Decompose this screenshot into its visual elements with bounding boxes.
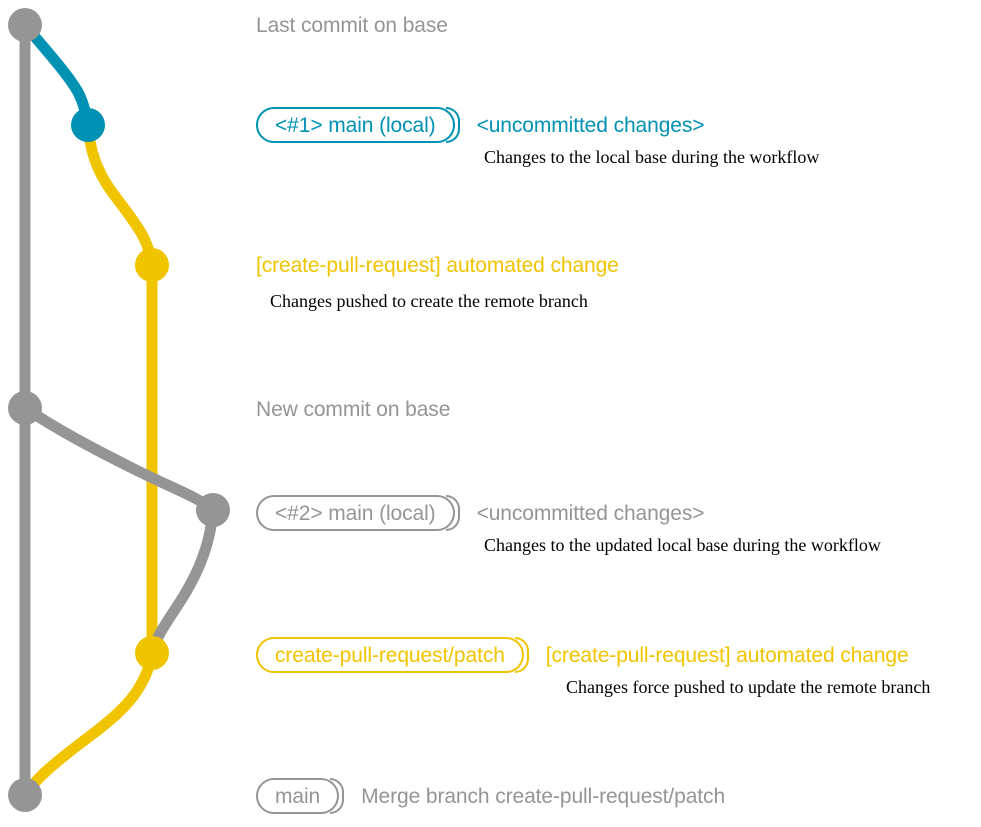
entry-new-commit-on-base-headline: New commit on base	[256, 398, 451, 421]
node-remote-created	[135, 248, 169, 282]
entry-remote-branch-update: create-pull-request/patch [create-pull-r…	[256, 637, 909, 673]
entry-local-change-2-headline: <uncommitted changes>	[476, 501, 705, 525]
edge-local-2-to-remote	[146, 504, 219, 659]
edge-base-to-local-1	[19, 19, 94, 131]
entry-merge-commit: main Merge branch create-pull-request/pa…	[256, 778, 725, 814]
badge-main[interactable]: main	[256, 778, 345, 814]
entry-local-change-1: <#1> main (local) <uncommitted changes>	[256, 107, 705, 143]
edge-local-1-to-remote	[82, 119, 158, 271]
entry-local-change-2-description: Changes to the updated local base during…	[484, 535, 881, 555]
commit-nodes	[8, 8, 230, 812]
badge-create-pull-request-patch[interactable]: create-pull-request/patch	[256, 637, 529, 673]
node-base-merge-commit	[8, 778, 42, 812]
entry-local-change-1-headline: <uncommitted changes>	[476, 113, 705, 137]
edge-remote-to-merge	[19, 647, 158, 801]
entry-local-change-1-description: Changes to the local base during the wor…	[484, 147, 820, 167]
entry-remote-branch-update-description: Changes force pushed to update the remot…	[566, 677, 931, 697]
entry-remote-branch-create-description: Changes pushed to create the remote bran…	[270, 291, 588, 311]
entry-merge-commit-headline: Merge branch create-pull-request/patch	[361, 784, 726, 808]
node-local-uncommitted-1	[71, 108, 105, 142]
badge-main-local-2[interactable]: <#2> main (local)	[256, 495, 460, 531]
node-base-new-commit	[8, 391, 42, 425]
node-base-last-commit	[8, 8, 42, 42]
entry-local-change-2: <#2> main (local) <uncommitted changes>	[256, 495, 705, 531]
badge-main-local-1[interactable]: <#1> main (local)	[256, 107, 460, 143]
edge-base-to-local-2	[19, 402, 219, 516]
entry-last-commit-on-base-headline: Last commit on base	[256, 14, 448, 37]
entry-remote-branch-create-headline: [create-pull-request] automated change	[256, 254, 619, 277]
entry-remote-branch-update-headline: [create-pull-request] automated change	[545, 643, 909, 667]
node-local-uncommitted-2	[196, 493, 230, 527]
node-remote-updated	[135, 636, 169, 670]
